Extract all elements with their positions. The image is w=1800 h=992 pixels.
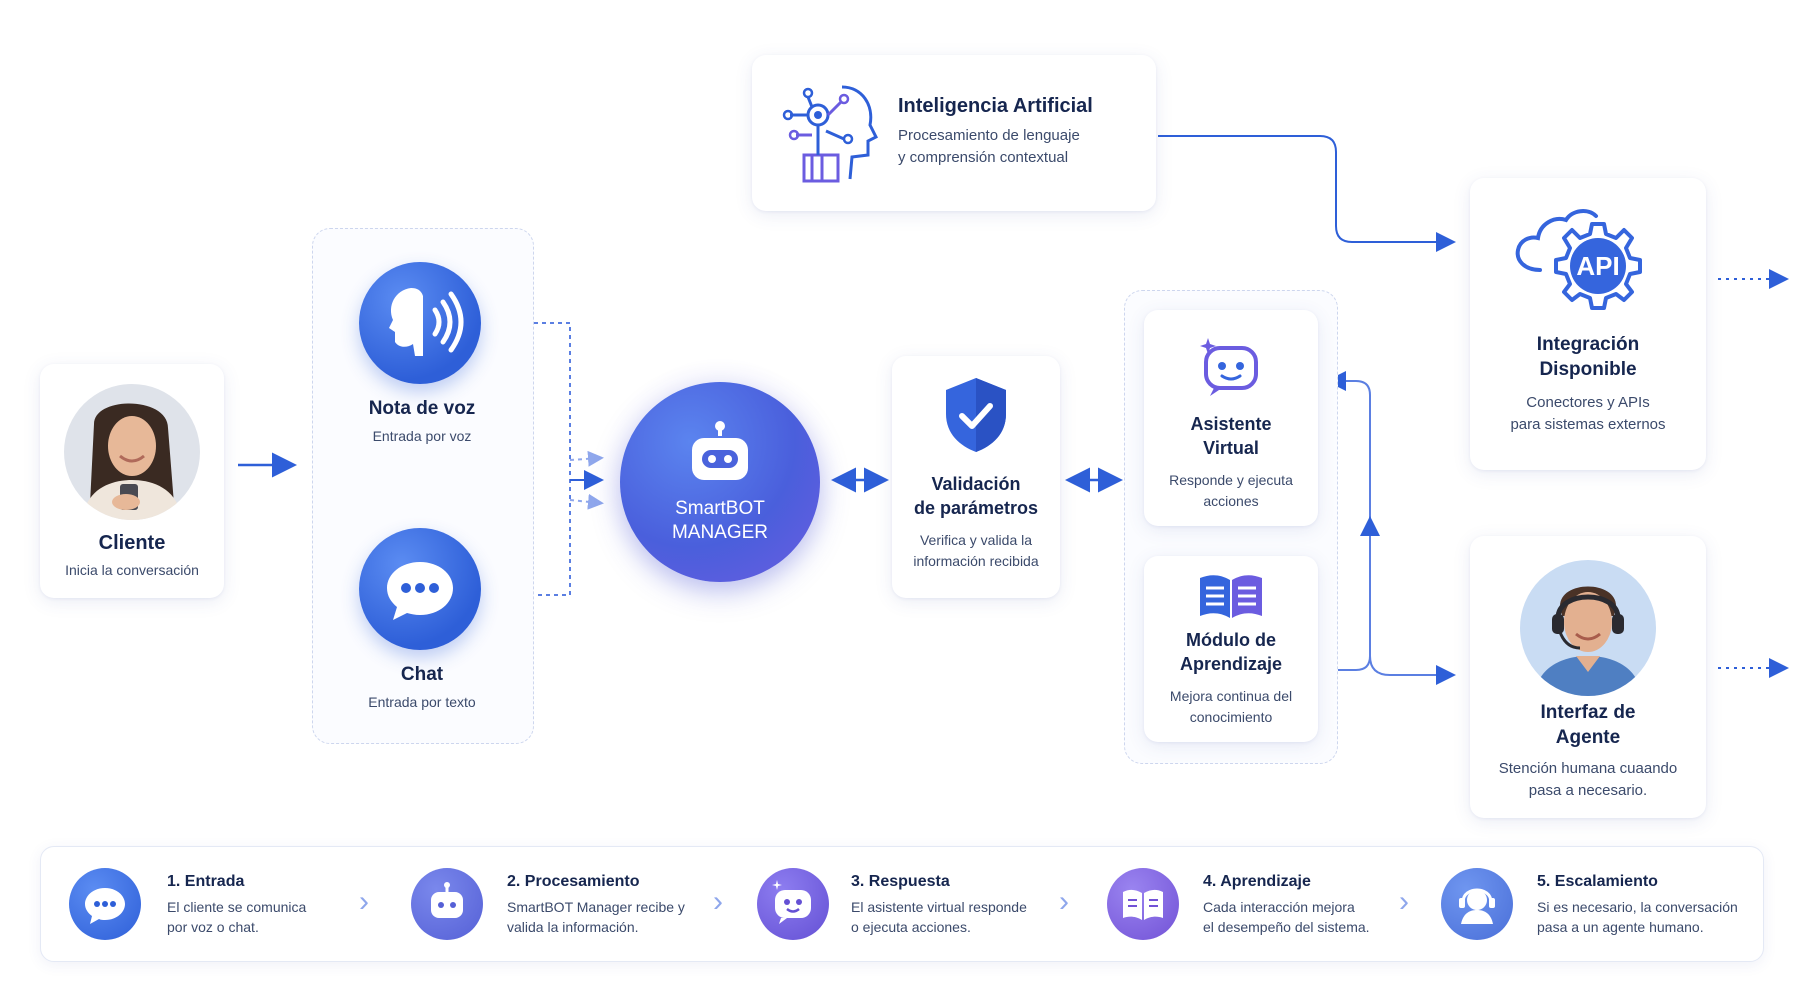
- integration-card: API Integración Disponible Conectores y …: [1470, 178, 1706, 470]
- agent-title-line1: Interfaz de: [1540, 702, 1636, 723]
- step-3-assistant-icon: [757, 868, 829, 940]
- step-4-title: 4. Aprendizaje: [1203, 873, 1311, 890]
- agent-title-line2: Agente: [1555, 727, 1621, 748]
- assistant-card: Asistente Virtual Responde y ejecuta acc…: [1144, 310, 1318, 526]
- learning-desc-line1: Mejora continua del: [1169, 688, 1293, 704]
- ai-desc-line1: Procesamiento de lenguaje: [898, 127, 1080, 144]
- validation-title-line1: Validación: [931, 474, 1021, 494]
- step-1-desc-line1: El cliente se comunica: [167, 899, 307, 915]
- voice-icon: [359, 262, 481, 384]
- step-5-agent-headset-icon: [1441, 868, 1513, 940]
- integration-title-line1: Integración: [1536, 334, 1640, 355]
- shield-check-icon: [946, 378, 1006, 452]
- customer-photo: [64, 384, 200, 520]
- manager-label-line2: MANAGER: [671, 522, 769, 543]
- voice-title: Nota de voz: [368, 398, 476, 419]
- cliente-desc: Inicia la conversación: [65, 562, 199, 578]
- step-2-desc-line1: SmartBOT Manager recibe y: [507, 899, 685, 915]
- step-3-desc-line2: o ejecuta acciones.: [851, 919, 971, 935]
- chat-title: Chat: [400, 664, 444, 685]
- validation-title-line2: de parámetros: [913, 498, 1039, 518]
- chat-icon: [359, 528, 481, 650]
- agent-interface-card: Interfaz de Agente Stención humana cuaan…: [1470, 536, 1706, 818]
- manager-label-line1: SmartBOT: [675, 498, 765, 519]
- step-5-title: 5. Escalamiento: [1537, 873, 1658, 890]
- step-4-desc-line1: Cada interacción mejora: [1203, 899, 1355, 915]
- ai-title: Inteligencia Artificial: [898, 95, 1093, 117]
- step-3-title: 3. Respuesta: [851, 873, 950, 890]
- validation-desc-line2: información recibida: [913, 553, 1039, 569]
- assistant-desc-line1: Responde y ejecuta: [1169, 472, 1293, 488]
- cliente-title: Cliente: [98, 532, 166, 554]
- assistant-title-line1: Asistente: [1190, 414, 1272, 434]
- chevron-right-icon: ›: [1399, 885, 1409, 918]
- cliente-card: Cliente Inicia la conversación: [40, 364, 224, 598]
- step-1-chat-icon: [69, 868, 141, 940]
- chevron-right-icon: ›: [359, 885, 369, 918]
- step-1-desc-line2: por voz o chat.: [167, 919, 259, 935]
- agent-photo: [1520, 560, 1656, 696]
- ai-desc-line2: y comprensión contextual: [898, 149, 1069, 166]
- step-2-robot-icon: [411, 868, 483, 940]
- voice-desc: Entrada por voz: [372, 428, 472, 444]
- ai-card: Inteligencia Artificial Procesamiento de…: [752, 55, 1156, 211]
- step-3-desc-line1: El asistente virtual responde: [851, 899, 1027, 915]
- robot-icon: [692, 421, 748, 480]
- learning-desc-line2: conocimiento: [1189, 709, 1273, 725]
- step-2-desc-line2: valida la información.: [507, 919, 639, 935]
- assistant-desc-line2: acciones: [1203, 493, 1259, 509]
- agent-desc-line1: Stención humana cuaando: [1498, 760, 1678, 777]
- integration-title-line2: Disponible: [1539, 359, 1637, 380]
- assistant-title-line2: Virtual: [1203, 438, 1259, 458]
- step-4-desc-line2: el desempeño del sistema.: [1203, 919, 1370, 935]
- chat-desc: Entrada por texto: [368, 694, 476, 710]
- assistant-face-icon: [1200, 338, 1258, 396]
- step-4-book-icon: [1107, 868, 1179, 940]
- cloud-api-gear-icon: [1515, 209, 1642, 310]
- learning-title-line1: Módulo de: [1186, 630, 1276, 650]
- process-steps-bar: 1. Entrada El cliente se comunica por vo…: [40, 846, 1764, 962]
- step-5-desc-line1: Si es necesario, la conversación: [1537, 899, 1738, 915]
- ai-head-icon: [782, 85, 878, 183]
- chevron-right-icon: ›: [1059, 885, 1069, 918]
- integration-desc-line2: para sistemas externos: [1510, 416, 1666, 433]
- chevron-right-icon: ›: [713, 885, 723, 918]
- integration-desc-line1: Conectores y APIs: [1526, 394, 1650, 411]
- agent-desc-line2: pasa a necesario.: [1528, 782, 1648, 799]
- validation-desc-line1: Verifica y valida la: [919, 532, 1033, 548]
- learning-title-line2: Aprendizaje: [1179, 654, 1283, 674]
- smartbot-manager-hub: SmartBOT MANAGER: [620, 382, 820, 582]
- step-2-title: 2. Procesamiento: [507, 873, 640, 890]
- learning-card: Módulo de Aprendizaje Mejora continua de…: [1144, 556, 1318, 742]
- validation-card: Validación de parámetros Verifica y vali…: [892, 356, 1060, 598]
- open-book-icon: [1200, 575, 1262, 618]
- step-5-desc-line2: pasa a un agente humano.: [1537, 919, 1704, 935]
- api-label: API: [1576, 251, 1620, 281]
- step-1-title: 1. Entrada: [167, 873, 245, 890]
